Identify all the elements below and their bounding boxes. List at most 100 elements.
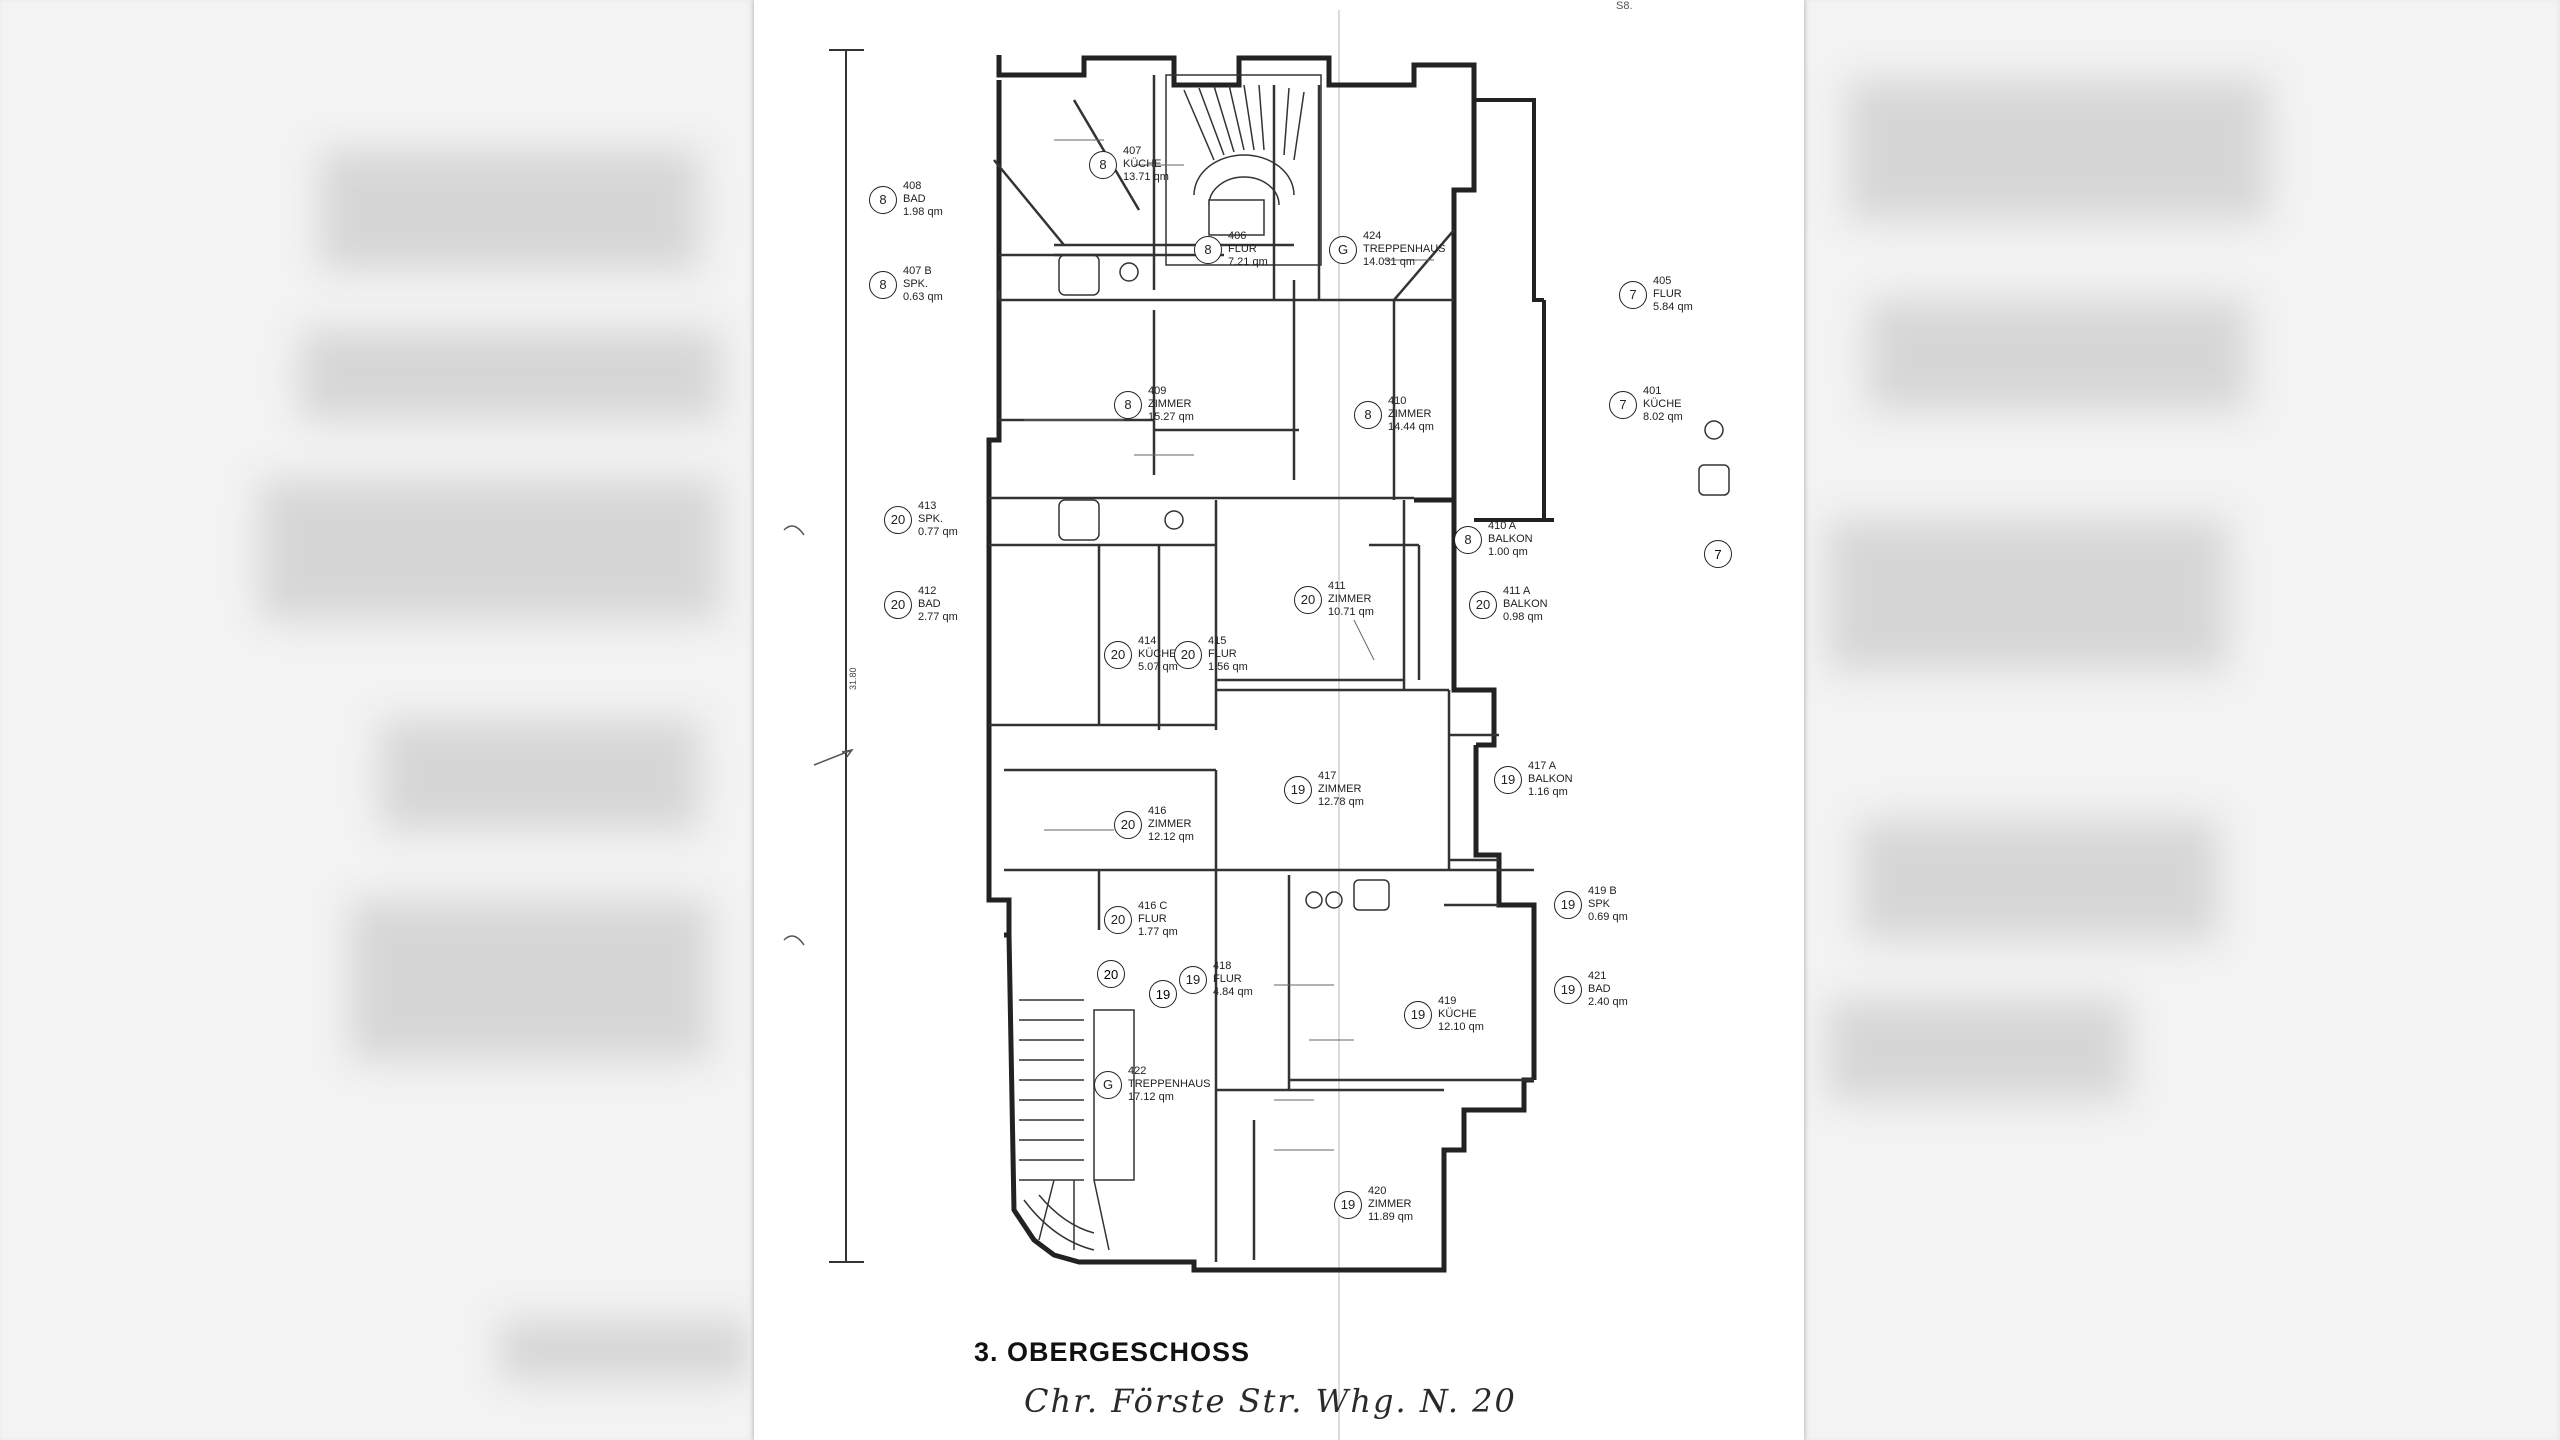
- room-number: 417: [1318, 770, 1337, 782]
- room-area: 0.77 qm: [918, 526, 958, 538]
- room-number: 411 A: [1503, 585, 1531, 597]
- room-area: 10.71 qm: [1328, 606, 1374, 618]
- room-name: KÜCHE: [1438, 1008, 1477, 1020]
- room-name: KÜCHE: [1138, 648, 1177, 660]
- unit-number-badge: 20: [884, 590, 912, 619]
- unit-number-badge: 19: [1554, 890, 1582, 919]
- room-name: KÜCHE: [1643, 398, 1682, 410]
- unit-number-badge: 8: [869, 185, 897, 214]
- room-name: TREPPENHAUS: [1128, 1078, 1211, 1090]
- room-name: SPK: [1588, 898, 1611, 910]
- room-area: 1.98 qm: [903, 206, 943, 218]
- unit-number-badge: 20: [1104, 640, 1132, 669]
- room-area: 0.98 qm: [1503, 611, 1543, 623]
- room-name: FLUR: [1138, 913, 1167, 925]
- fixtures: [1058, 254, 1730, 911]
- floor-plan-drawing: 31.80: [783, 10, 1730, 1440]
- room-area: 15.27 qm: [1148, 411, 1194, 423]
- room-area: 1.77 qm: [1138, 926, 1178, 938]
- unit-number-badge: 8: [1454, 525, 1482, 554]
- room-area: 11.89 qm: [1368, 1211, 1414, 1223]
- room-name: BAD: [903, 193, 926, 205]
- room-area: 5.84 qm: [1653, 301, 1693, 313]
- page-marker: S8.: [1616, 0, 1633, 12]
- unit-number-badge: 7: [1609, 390, 1637, 419]
- room-area: 1.16 qm: [1528, 786, 1568, 798]
- room-number: 417 A: [1528, 760, 1557, 772]
- unit-number-badge: G: [1094, 1070, 1122, 1099]
- room-number: 407 B: [903, 265, 932, 277]
- room-name: KÜCHE: [1123, 158, 1162, 170]
- unit-number-badge: 20: [1114, 810, 1142, 839]
- room-number: 414: [1138, 635, 1157, 647]
- room-number: 409: [1148, 385, 1167, 397]
- room-area: 14.44 qm: [1388, 421, 1434, 433]
- room-number: 410: [1388, 395, 1407, 407]
- unit-number-badge: 8: [1194, 235, 1222, 264]
- room-number: 415: [1208, 635, 1227, 647]
- unit-number-badge: 19: [1284, 775, 1312, 804]
- room-name: ZIMMER: [1368, 1198, 1412, 1210]
- room-area: 2.77 qm: [918, 611, 958, 623]
- standalone-unit-marker: 19: [1149, 980, 1177, 1008]
- room-area: 13.71 qm: [1123, 171, 1169, 183]
- room-number: 412: [918, 585, 937, 597]
- right-partial-walls: [1474, 98, 1554, 522]
- room-number: 401: [1643, 385, 1662, 397]
- room-number: 422: [1128, 1065, 1147, 1077]
- room-area: 12.10 qm: [1438, 1021, 1484, 1033]
- standalone-unit-marker: 7: [1704, 540, 1732, 568]
- room-number: 418: [1213, 960, 1232, 972]
- outer-walls: [986, 55, 1537, 1273]
- dimension-marks: [1024, 139, 1434, 1151]
- room-area: 4.84 qm: [1213, 986, 1253, 998]
- unit-number-badge: 8: [1114, 390, 1142, 419]
- room-name: SPK.: [903, 278, 929, 290]
- unit-number-badge: 19: [1494, 765, 1522, 794]
- room-number: 416: [1148, 805, 1167, 817]
- room-name: FLUR: [1208, 648, 1237, 660]
- room-area: 0.63 qm: [903, 291, 943, 303]
- room-number: 407: [1123, 145, 1142, 157]
- blurred-background-left: [0, 0, 750, 1440]
- standalone-unit-marker: 20: [1097, 960, 1125, 988]
- room-name: SPK.: [918, 513, 944, 525]
- room-area: 8.02 qm: [1643, 411, 1683, 423]
- unit-number-badge: 20: [1174, 640, 1202, 669]
- unit-number-badge: 8: [1354, 400, 1382, 429]
- room-area: 12.12 qm: [1148, 831, 1194, 843]
- staircase-bottom: [1019, 999, 1135, 1251]
- room-number: 410 A: [1488, 520, 1517, 532]
- room-area: 0.69 qm: [1588, 911, 1628, 923]
- unit-number-badge: G: [1329, 235, 1357, 264]
- unit-number-badge: 8: [1089, 150, 1117, 179]
- room-number: 416 C: [1138, 900, 1168, 912]
- room-number: 411: [1328, 580, 1346, 592]
- room-number: 406: [1228, 230, 1247, 242]
- room-name: BAD: [918, 598, 941, 610]
- room-name: BAD: [1588, 983, 1611, 995]
- overall-dimension-line: [829, 49, 864, 1263]
- room-number: 421: [1588, 970, 1607, 982]
- floor-plan-page: S8. 31.80: [754, 0, 1804, 1440]
- unit-number-badge: 20: [1294, 585, 1322, 614]
- unit-number-badge: 7: [1619, 280, 1647, 309]
- room-area: 17.12 qm: [1128, 1091, 1174, 1103]
